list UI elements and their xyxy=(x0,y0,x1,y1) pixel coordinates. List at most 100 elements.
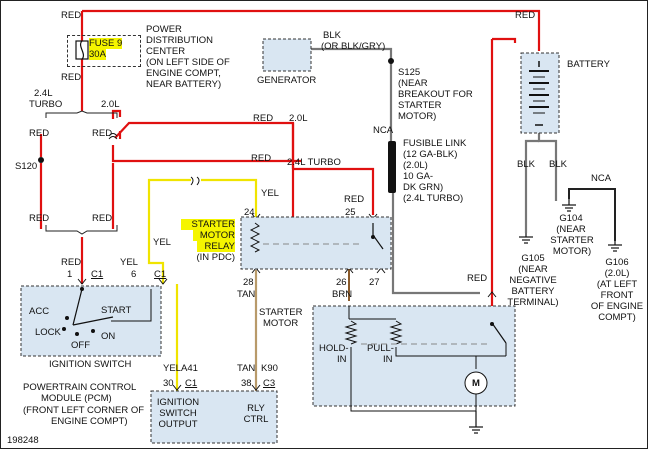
pcm-ign-line2: SWITCH xyxy=(159,408,197,419)
wire-red-s120-in: RED xyxy=(29,128,50,139)
pcm-box xyxy=(150,390,278,444)
pcm-pin30: 30 xyxy=(163,378,174,389)
g105-line3: NEGATIVE xyxy=(509,275,557,286)
fuse-symbol xyxy=(75,40,89,60)
relay-box xyxy=(240,216,392,270)
wire-blk-gry-gen: (OR BLK/GRY) xyxy=(321,41,386,52)
relay-line3: RELAY xyxy=(197,241,235,252)
g105-line4: BATTERY xyxy=(511,286,555,297)
pcm-line3: (FRONT LEFT CORNER OF xyxy=(23,405,145,416)
wire-red-relay-25: RED xyxy=(344,194,365,205)
fusible-line6: (2.4L TURBO) xyxy=(403,193,464,204)
wire-tan-relay: TAN xyxy=(237,289,256,300)
black-wires xyxy=(568,188,616,241)
wire-red-battery: RED xyxy=(515,10,536,21)
pcm-line4: ENGINE COMPT) xyxy=(51,416,128,427)
pdc-line5: ENGINE COMPT, xyxy=(146,68,221,79)
pcm-a41: A41 xyxy=(181,363,198,374)
pcm-c3: C3 xyxy=(263,378,276,389)
pcm-rly-line1: RLY xyxy=(247,403,265,414)
wire-red-turbo-relay: RED xyxy=(251,153,272,164)
s125-line3: BREAKOUT FOR xyxy=(398,89,473,100)
wire-red-20l-relay: RED xyxy=(253,113,274,124)
ign-on: ON xyxy=(101,331,116,342)
ign-start: START xyxy=(101,305,132,316)
relay-line1: STARTER xyxy=(181,219,235,230)
pcm-line2: MODULE (PCM) xyxy=(41,393,112,404)
pdc-line3: CENTER xyxy=(146,46,186,57)
g105-line5: TERMINAL) xyxy=(507,297,559,308)
relay-pin28: 28 xyxy=(243,277,254,288)
wire-red-20l-in: RED xyxy=(92,128,113,139)
g106-line5: OF ENGINE xyxy=(590,301,644,312)
wire-red-top: RED xyxy=(61,10,82,21)
g106-line1: G106 xyxy=(605,257,629,268)
s125-line2: (NEAR xyxy=(398,78,428,89)
wire-24l-turbo-label: 2.4L TURBO xyxy=(287,157,341,168)
relay-pin24: 24 xyxy=(244,207,255,218)
wire-red-starter: RED xyxy=(467,273,488,284)
engine-20l: 2.0L xyxy=(101,99,120,110)
ignition-switch-box xyxy=(20,285,162,357)
ign-pin6: 6 xyxy=(131,269,137,280)
s120-splice-dot xyxy=(38,157,44,163)
wire-yel-relay: YEL xyxy=(261,188,279,199)
wire-blk-gen: BLK xyxy=(323,30,341,41)
engine-24l: 2.4L xyxy=(34,88,53,99)
ign-lock: LOCK xyxy=(35,327,61,338)
pdc-line2: DISTRIBUTION xyxy=(146,35,214,46)
fuse-label: FUSE 9 xyxy=(89,38,123,49)
generator-label: GENERATOR xyxy=(257,75,317,86)
connector-marks xyxy=(77,133,497,391)
s125-line1: S125 xyxy=(398,67,421,78)
pcm-line1: POWERTRAIN CONTROL xyxy=(23,382,137,393)
pcm-rly-line2: CTRL xyxy=(243,414,269,425)
pcm-c1: C1 xyxy=(185,378,198,389)
splice-s120: S120 xyxy=(15,161,38,172)
wire-yel-pcm: YEL xyxy=(163,363,181,374)
g106-line6: COMPT) xyxy=(598,312,636,323)
g104-line3: STARTER xyxy=(550,235,594,246)
pull-in-line2: IN xyxy=(383,354,393,365)
relay-pin26: 26 xyxy=(336,277,347,288)
s125-splice-dot xyxy=(388,58,394,64)
fusible-line4: 10 GA- xyxy=(403,171,434,182)
motor-symbol: M xyxy=(472,378,480,389)
g106-line3: (AT LEFT xyxy=(596,279,638,290)
ign-switch-label: IGNITION SWITCH xyxy=(49,359,132,370)
hold-in-line2: IN xyxy=(337,354,347,365)
fusible-line5: DK GRN) xyxy=(403,182,444,193)
figure-id: 198248 xyxy=(7,435,39,446)
ign-c1b: C1 xyxy=(154,269,167,280)
wire-brn-relay: BRN xyxy=(332,289,353,300)
wire-red-s120-out: RED xyxy=(29,213,50,224)
wire-blk-g104: BLK xyxy=(549,159,567,170)
g104-line1: G104 xyxy=(559,213,583,224)
ign-c1a: C1 xyxy=(91,269,104,280)
wire-red-fuse-out: RED xyxy=(61,72,82,83)
gray-wires xyxy=(311,47,558,295)
starter-motor-box xyxy=(312,305,516,412)
fusible-line1: FUSIBLE LINK xyxy=(403,138,467,149)
starter-label2: MOTOR xyxy=(263,318,299,329)
g106-line4: FRONT xyxy=(600,290,634,301)
s125-line4: STARTER xyxy=(398,100,442,111)
pdc-line4: (ON LEFT SIDE OF xyxy=(146,57,230,68)
pcm-ign-line3: OUTPUT xyxy=(158,419,198,430)
pull-in-line1: PULL- xyxy=(367,343,394,354)
g104-line2: (NEAR xyxy=(556,224,586,235)
pdc-box xyxy=(67,35,141,67)
nca-fusible: NCA xyxy=(373,125,394,136)
nca-g106: NCA xyxy=(591,173,612,184)
ign-pin1: 1 xyxy=(67,269,73,280)
pcm-ign-line1: IGNITION xyxy=(156,397,200,408)
fuse-rating: 30A xyxy=(89,49,106,60)
g106-line2: (2.0L) xyxy=(604,268,630,279)
engine-turbo: TURBO xyxy=(29,99,63,110)
fusible-line3: (2.0L) xyxy=(403,160,428,171)
relay-pin25: 25 xyxy=(345,207,356,218)
ign-off: OFF xyxy=(71,340,90,351)
wire-red-ign: RED xyxy=(61,257,82,268)
